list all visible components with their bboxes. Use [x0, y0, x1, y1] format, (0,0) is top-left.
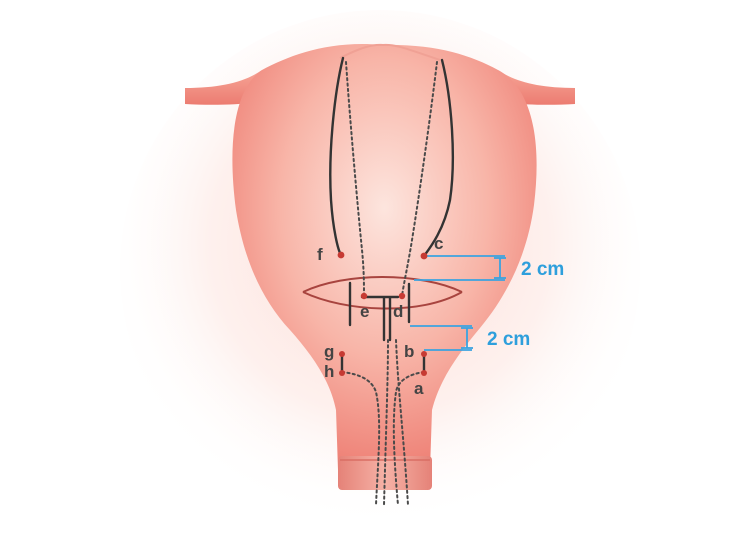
point-a[interactable] — [421, 370, 427, 376]
point-f[interactable] — [337, 251, 345, 259]
uterus-body — [232, 44, 537, 477]
label-e: e — [360, 302, 369, 321]
dimension-upper — [414, 255, 506, 281]
suture-left-dotted — [345, 61, 365, 297]
point-c[interactable] — [420, 252, 428, 260]
suture-left-solid — [329, 56, 345, 257]
point-g[interactable] — [339, 351, 345, 357]
dimension-lower — [410, 325, 473, 351]
label-a: a — [414, 379, 424, 398]
label-d: d — [393, 302, 403, 321]
label-g: g — [324, 342, 334, 361]
suture-center-dotted-2 — [395, 339, 409, 506]
suture-lower-right-dotted — [392, 371, 425, 506]
cervix — [338, 456, 432, 490]
point-e[interactable] — [360, 292, 368, 300]
dimension-lower-label: 2 cm — [487, 329, 530, 350]
label-c: c — [434, 234, 443, 253]
point-d[interactable] — [398, 292, 406, 300]
incision-lower[interactable] — [302, 291, 463, 310]
suture-lower-left-dotted — [341, 371, 381, 506]
point-b[interactable] — [421, 351, 427, 357]
label-b: b — [404, 342, 414, 361]
dimension-upper-label: 2 cm — [521, 259, 564, 280]
suture-center-dotted-1 — [383, 339, 389, 506]
label-h: h — [324, 362, 334, 381]
fundus-notch — [339, 43, 441, 61]
suture-right-dotted — [401, 61, 438, 297]
label-f: f — [317, 245, 323, 264]
incision-upper[interactable] — [302, 276, 463, 293]
suture-lower-segment — [348, 281, 411, 342]
suture-right-solid — [422, 58, 455, 258]
point-h[interactable] — [339, 370, 345, 376]
